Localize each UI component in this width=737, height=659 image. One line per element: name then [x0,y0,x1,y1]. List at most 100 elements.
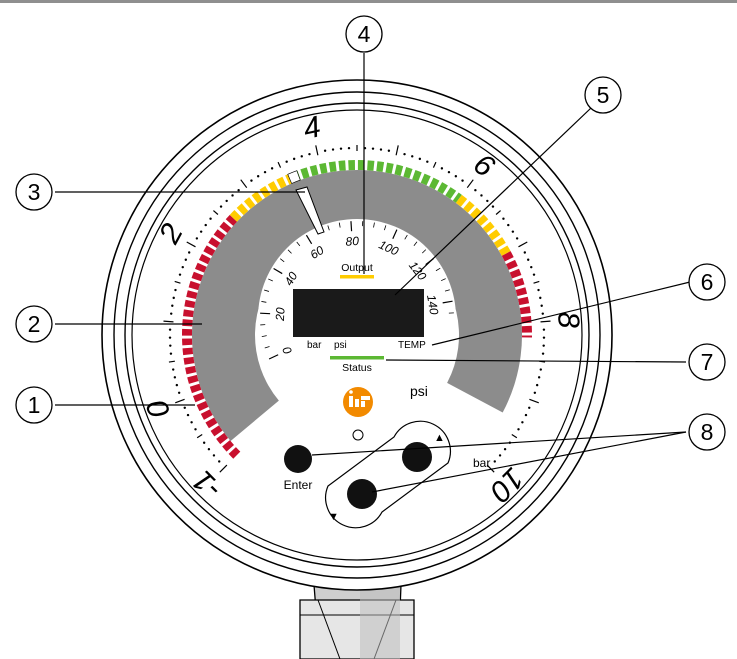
outer-dot-13 [173,376,177,379]
inner-tick-5 [261,301,267,303]
scale-segment-41 [338,160,346,171]
scale-segment-50 [420,173,431,186]
scale-segment-52 [437,182,448,195]
outer-dot-108 [498,454,502,457]
callout-4: 4 [358,21,371,47]
scale-segment-5 [200,409,213,420]
inner-tick-18 [373,222,375,228]
inner-scale-label-2: 40 [282,269,301,288]
scale-segment-26 [219,221,232,233]
scale-segment-9 [187,374,199,384]
outer-dot-109 [493,460,496,463]
scale-segment-43 [357,160,365,171]
outer-dot-103 [521,421,524,424]
scale-segment-38 [309,164,319,177]
outer-dot-69 [461,179,464,182]
outer-dot-1 [218,460,221,463]
status-led [330,356,384,360]
outer-dot-68 [454,175,458,178]
outer-dot-4 [202,441,206,444]
inner-tick-16 [350,221,353,232]
outer-scale-label-5: 8 [551,310,585,329]
outer-dot-24 [174,288,177,292]
outer-dot-86 [537,288,540,292]
outer-dot-57 [371,147,375,150]
outer-dot-67 [447,170,451,174]
scale-segment-65 [509,268,522,279]
scale-segment-10 [185,365,197,375]
outer-dot-49 [308,152,311,156]
scale-segment-13 [182,338,193,346]
scale-segment-53 [445,187,457,200]
outer-dot-53 [339,147,343,150]
setpoint-gap [287,170,301,184]
outer-dot-29 [187,251,191,254]
inner-tick-2 [261,335,267,338]
bar-unit-label: bar [473,456,490,470]
outer-dot-88 [540,304,543,307]
outer-dot-77 [507,223,510,227]
color-scale-segments [182,160,532,459]
lcd-display [293,289,424,337]
outer-dot-63 [418,157,422,161]
outer-dot-107 [503,447,507,451]
inner-tick-6 [264,289,270,292]
outer-tick-85 [533,280,540,284]
outer-dot-66 [440,167,444,170]
outer-tick-70 [466,179,474,189]
callout-7: 7 [701,349,714,375]
scale-segment-23 [203,245,216,257]
inner-scale-label-7: 140 [424,294,441,316]
outer-tick-35 [213,210,219,215]
enter-button[interactable] [284,445,312,473]
outer-tick-110 [486,464,495,473]
outer-dot-97 [537,376,541,379]
outer-dot-42 [256,175,260,178]
outer-dot-94 [541,352,545,355]
scale-segment-21 [194,262,207,273]
outer-dot-44 [270,167,274,170]
outer-dot-28 [184,258,188,261]
display-bar-label: bar [307,340,322,351]
setpoint-pointer [295,186,325,235]
outer-dot-84 [532,273,536,276]
scale-segment-60 [488,229,501,241]
inner-tick-25 [435,267,441,272]
outer-scale-dots [163,145,551,473]
outer-dot-18 [168,336,172,339]
down-arrow-icon: ▼ [328,511,339,523]
outer-dot-19 [168,328,172,331]
outer-dot-11 [177,391,181,394]
scale-segment-22 [198,253,211,265]
inner-tick-21 [404,234,408,240]
gray-scale-band [191,170,523,442]
callout-2: 2 [28,311,41,337]
scale-segment-62 [498,245,511,256]
inner-tick-26 [440,278,446,282]
outer-dot-37 [225,199,228,203]
outer-dot-22 [171,304,174,307]
inner-tick-8 [273,267,283,275]
outer-dot-14 [172,368,175,371]
scale-segment-14 [182,328,193,336]
scale-segment-68 [518,296,530,306]
outer-tick-20 [163,320,174,323]
scale-segment-57 [469,207,482,220]
outer-dot-21 [170,312,173,315]
scale-segment-39 [319,162,328,174]
outer-dot-79 [515,237,519,240]
down-button[interactable] [347,479,377,509]
scale-segment-69 [519,306,531,315]
inner-tick-9 [279,258,285,263]
up-button[interactable] [402,442,432,472]
scale-segment-19 [188,280,201,291]
scale-segment-37 [300,167,310,179]
inner-tick-27 [444,289,450,292]
inner-tick-0 [268,354,279,360]
scale-segment-67 [515,287,528,297]
outer-scale-label-3: 4 [300,110,323,146]
outer-dot-58 [379,148,383,151]
outer-tick-100 [529,398,539,404]
inner-tick-11 [296,241,301,247]
